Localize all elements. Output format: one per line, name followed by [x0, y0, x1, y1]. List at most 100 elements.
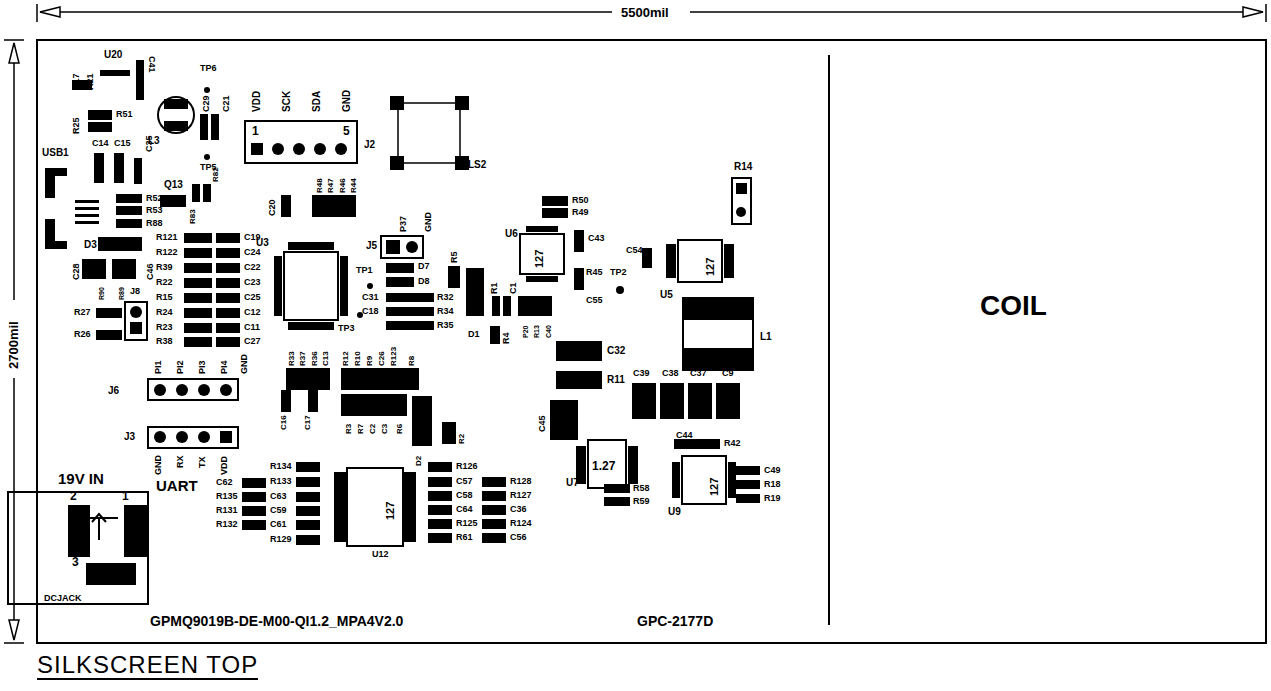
silkscreen-label: R52: [146, 194, 163, 203]
silkscreen-label: C23: [244, 278, 261, 287]
silkscreen-label: R46: [339, 178, 347, 193]
silkscreen-label: C21: [222, 95, 231, 112]
silkscreen-label: TP3: [338, 324, 355, 333]
silkscreen-label: DCJACK: [44, 594, 82, 603]
silkscreen-label: R37: [299, 351, 307, 366]
silkscreen-label: GND: [424, 212, 433, 232]
silkscreen-label: R11: [607, 375, 625, 385]
silkscreen-label: C11: [244, 323, 260, 332]
silkscreen-label: D2: [415, 456, 423, 466]
silkscreen-label: Q13: [164, 180, 183, 190]
silkscreen-label: R10: [354, 351, 362, 366]
silkscreen-label: TP1: [356, 266, 373, 275]
silkscreen-label: 1: [122, 490, 129, 502]
caption: SILKSCREEN TOP: [37, 652, 258, 680]
silkscreen-label: C1: [509, 282, 518, 294]
silkscreen-label: R128: [510, 477, 532, 486]
silkscreen-label: R19: [764, 494, 781, 503]
silkscreen-label: J8: [130, 287, 140, 296]
silkscreen-label: R88: [146, 219, 163, 228]
silkscreen-label: J6: [108, 386, 119, 396]
silkscreen-label: R4: [502, 332, 511, 344]
silkscreen-label: R12: [342, 351, 350, 366]
silkscreen-label: TP2: [610, 268, 627, 277]
silkscreen-label: C2: [369, 424, 377, 434]
silkscreen-label: PI4: [220, 360, 229, 374]
silkscreen-label: R135: [216, 492, 238, 501]
silkscreen-label: P20: [522, 326, 529, 338]
silkscreen-label: R32: [437, 293, 454, 302]
silkscreen-label: VDD: [252, 91, 262, 112]
silkscreen-label: R3: [345, 424, 353, 434]
silkscreen-label: 127: [534, 250, 545, 268]
silkscreen-label: 1.27: [592, 460, 615, 472]
silkscreen-label: LS2: [468, 160, 486, 170]
silkscreen-label: R13: [533, 325, 540, 338]
silkscreen-label: C57: [456, 477, 473, 486]
silkscreen-label: R6: [396, 424, 404, 434]
silkscreen-label: R82: [212, 167, 220, 182]
silkscreen-label: R14: [734, 162, 752, 172]
silkscreen-label: R35: [437, 321, 454, 330]
silkscreen-label: R25: [72, 117, 81, 134]
silkscreen-label: J5: [366, 241, 377, 251]
silkscreen-label: C49: [764, 466, 781, 475]
silkscreen-label: C56: [510, 533, 527, 542]
silkscreen-label: R9: [366, 356, 374, 366]
silkscreen-label: R39: [156, 263, 173, 272]
silkscreen-label: R122: [156, 248, 178, 257]
silkscreen-label: C31: [362, 293, 379, 302]
silkscreen-label: C19: [244, 233, 261, 242]
silkscreen-label: R131: [216, 506, 238, 515]
silkscreen-label: GPC-2177D: [637, 614, 713, 628]
silkscreen-label: R127: [510, 491, 532, 500]
silkscreen-label: SDA: [312, 91, 322, 112]
silkscreen-label: C43: [588, 234, 605, 243]
silkscreen-label: 127: [709, 478, 720, 496]
silkscreen-label: GPMQ9019B-DE-M00-QI1.2_MPA4V2.0: [150, 614, 403, 628]
silkscreen-label: R49: [572, 208, 589, 217]
silkscreen-label: C39: [633, 369, 650, 378]
silkscreen-label: C37: [690, 369, 707, 378]
silkscreen-label: PI3: [198, 360, 207, 374]
silkscreen-label: R59: [633, 497, 650, 506]
silkscreen-label: R42: [724, 439, 741, 448]
silkscreen-label: C45: [538, 415, 547, 432]
silkscreen-label: U20: [104, 50, 122, 60]
silkscreen-label: C3: [381, 424, 389, 434]
silkscreen-label: C38: [662, 369, 679, 378]
silkscreen-label: C41: [147, 56, 156, 73]
silkscreen-label: R134: [270, 462, 292, 471]
silkscreen-label: D3: [84, 240, 97, 250]
silkscreen-label: R51: [116, 110, 133, 119]
silkscreen-label: R36: [311, 351, 319, 366]
silkscreen-label: RX: [176, 455, 185, 468]
silkscreen-label: R27: [74, 308, 91, 317]
silkscreen-label: C9: [722, 369, 734, 378]
silkscreen-label: R124: [510, 519, 532, 528]
silkscreen-label: U5: [660, 290, 673, 300]
silkscreen-label: R22: [156, 278, 173, 287]
silkscreen-label: C55: [586, 296, 603, 305]
silkscreen-label: R5: [450, 251, 459, 263]
silkscreen-label: U12: [372, 550, 389, 559]
silkscreen-label: C28: [72, 263, 81, 280]
silkscreen-label: GND: [154, 455, 163, 475]
silkscreen-label: R50: [572, 196, 589, 205]
silkscreen-label: VDD: [220, 456, 229, 475]
silkscreen-label: C15: [114, 139, 131, 148]
silkscreen-label: C22: [244, 263, 261, 272]
silkscreen-label: PI1: [154, 360, 163, 374]
silkscreen-label: C17: [304, 415, 312, 430]
silkscreen-label: C64: [456, 505, 473, 514]
silkscreen-label: C14: [92, 139, 109, 148]
silkscreen-label: R17: [72, 73, 81, 90]
silkscreen-label: U6: [505, 229, 518, 239]
coil-divider: [828, 55, 830, 625]
silkscreen-label: C25: [244, 293, 261, 302]
silkscreen-label: R129: [270, 535, 292, 544]
silkscreen-label: 2700mil: [7, 318, 20, 372]
silkscreen-label: R33: [288, 351, 296, 366]
silkscreen-label: TP6: [200, 64, 217, 73]
